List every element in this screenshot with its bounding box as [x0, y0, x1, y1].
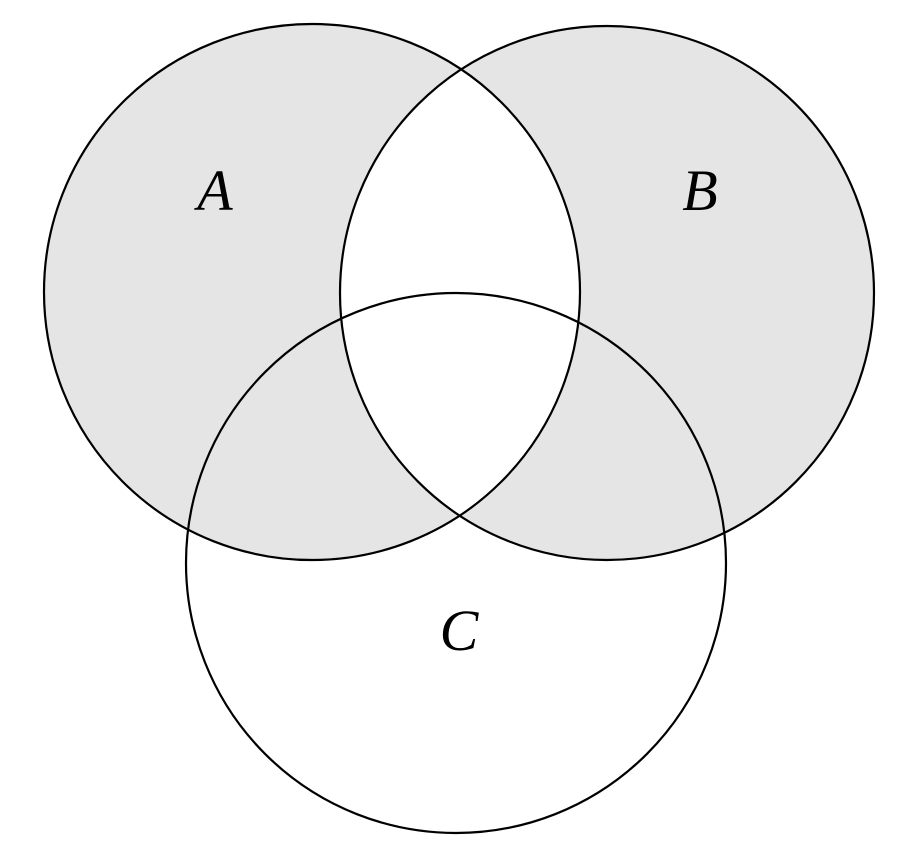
- set-label-b: B: [682, 158, 717, 223]
- circle-outline-set-c[interactable]: [184, 291, 728, 835]
- set-label-c: C: [440, 598, 480, 663]
- circle-outline-set-a[interactable]: [42, 22, 582, 562]
- set-label-group: A B C: [193, 158, 717, 663]
- circle-outline-group: [42, 22, 876, 835]
- set-label-a: A: [193, 158, 233, 223]
- circle-outline-set-b[interactable]: [338, 24, 876, 562]
